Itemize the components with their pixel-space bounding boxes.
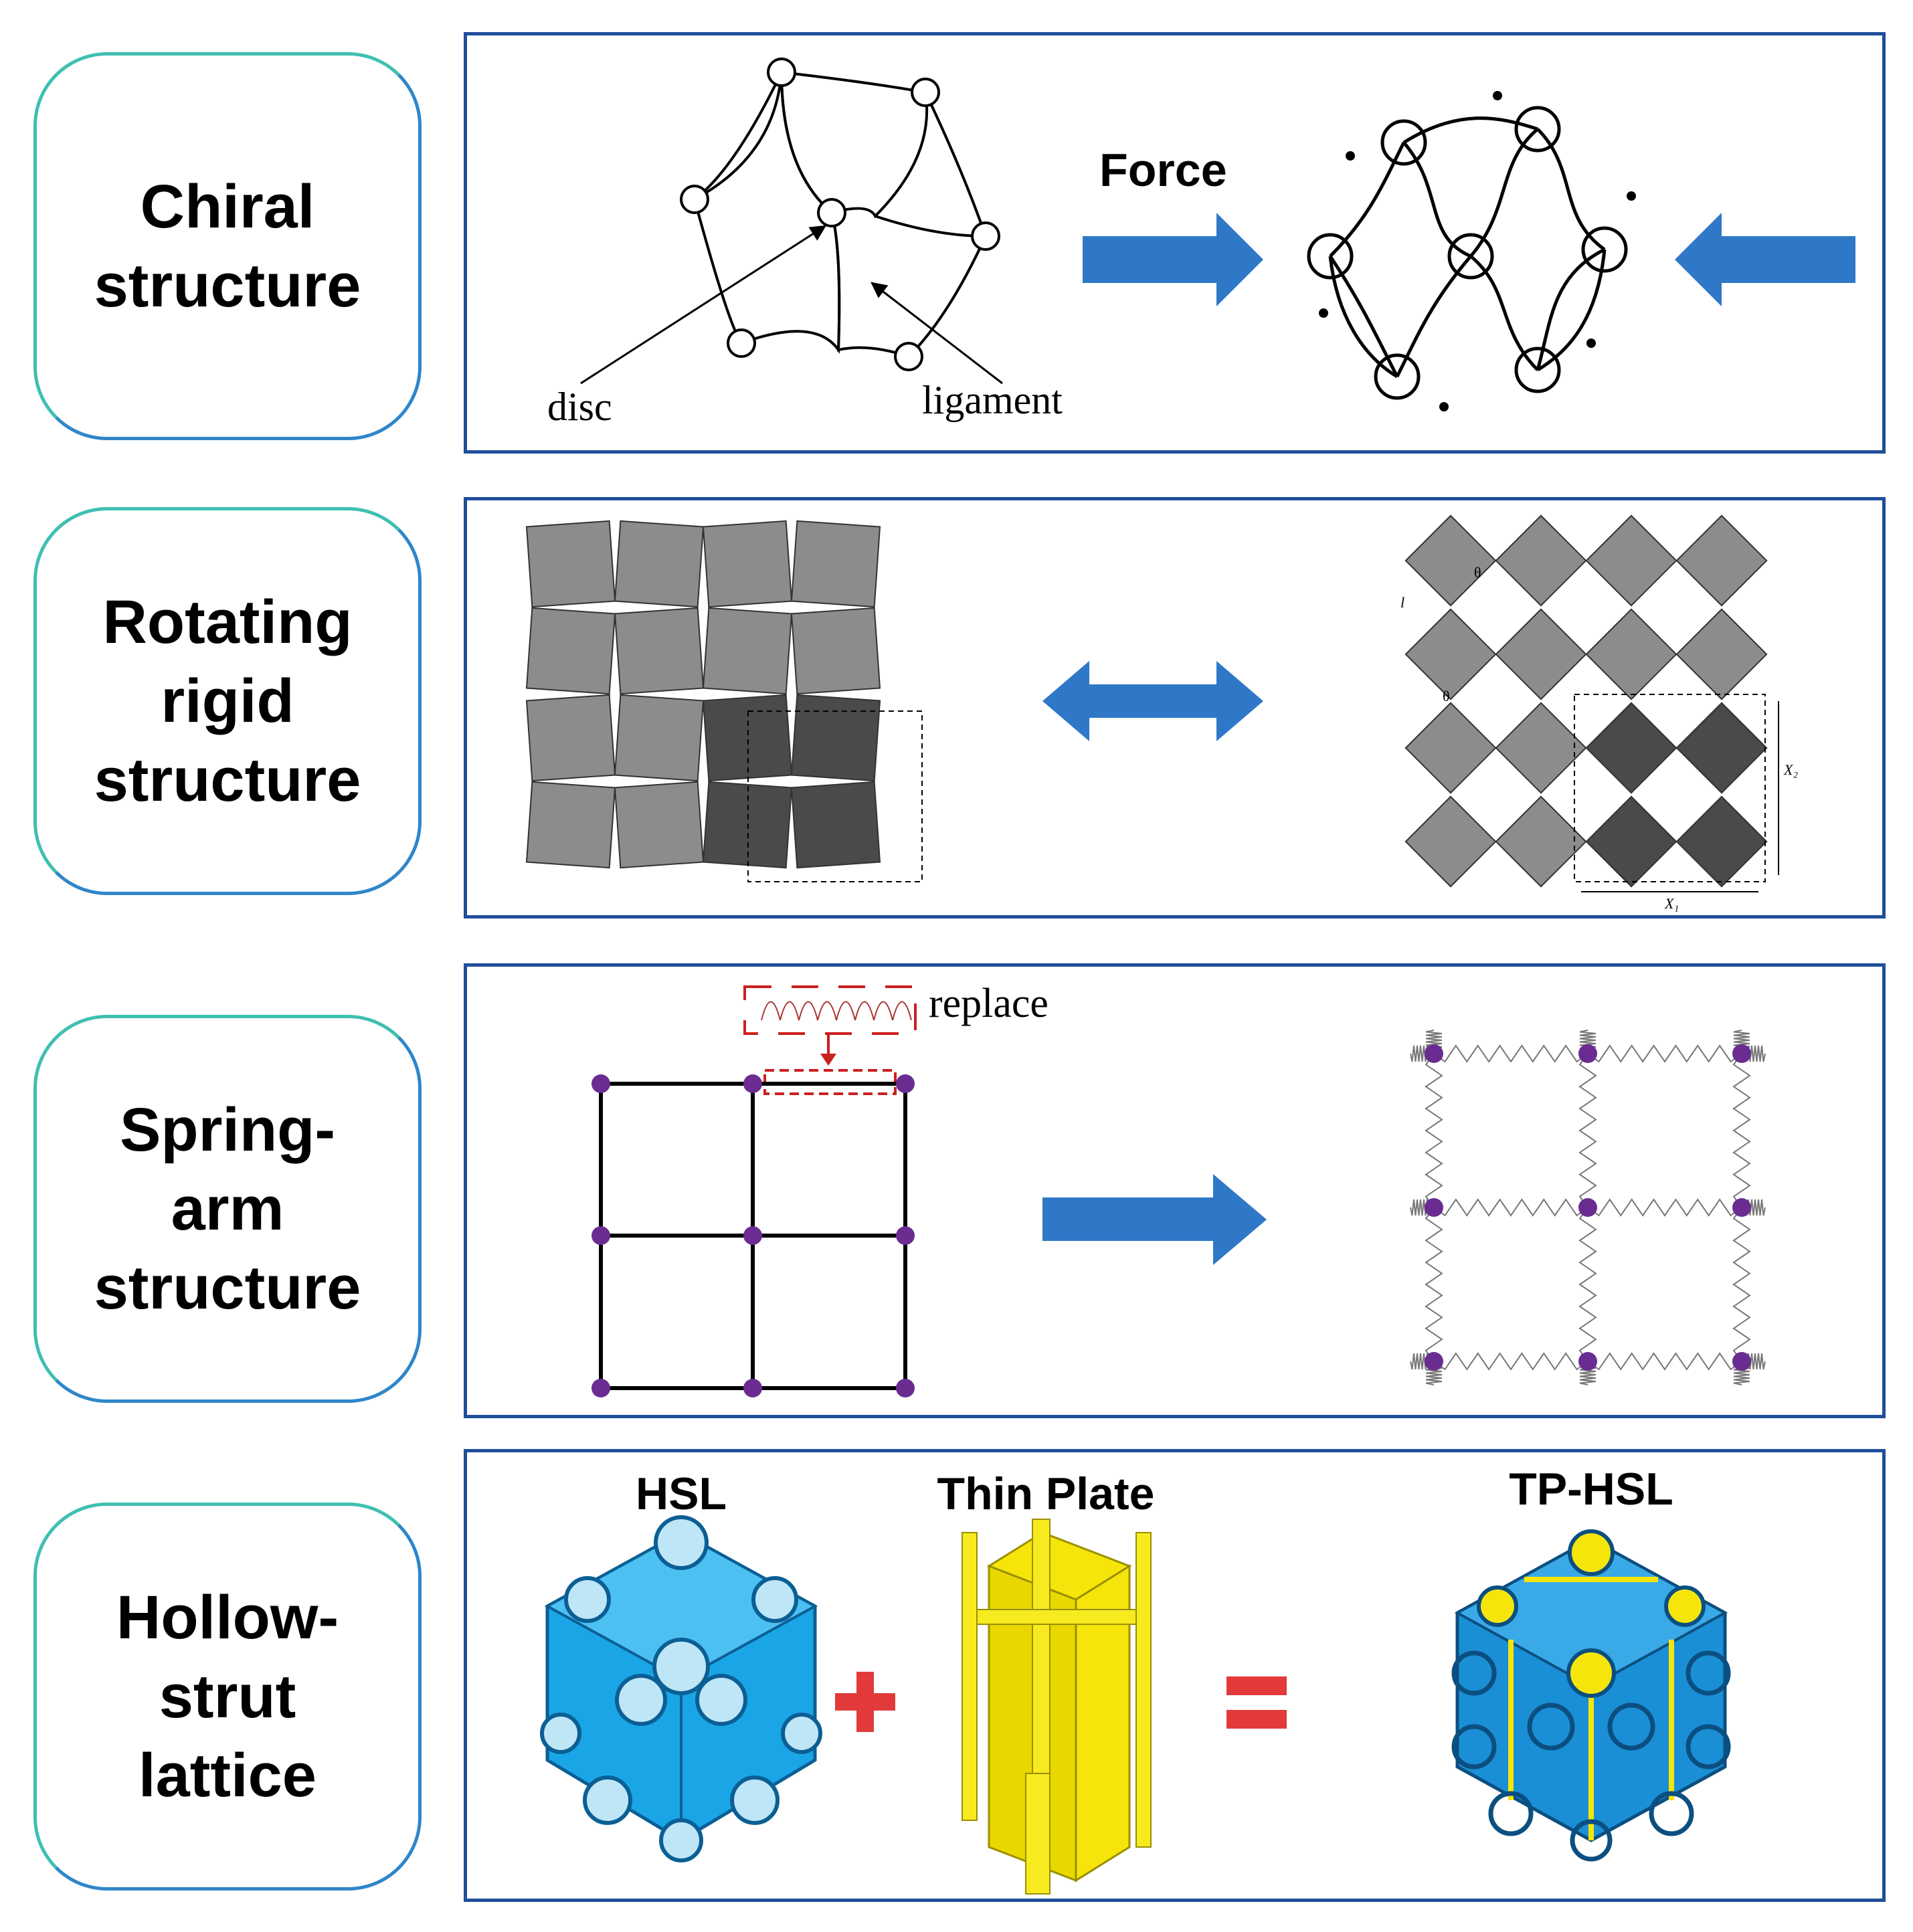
rigid-square bbox=[1675, 608, 1768, 700]
panel-lattice: HSL Thin Plate TP-HSL bbox=[464, 1449, 1886, 1902]
l-label: l bbox=[1400, 594, 1404, 611]
rigid-square bbox=[1585, 795, 1677, 888]
spring bbox=[1578, 1207, 1597, 1362]
row-label-chiral: Chiral structure bbox=[33, 52, 422, 440]
row-label-lattice: Hollow- strut lattice bbox=[33, 1503, 422, 1891]
panel-spring: replace bbox=[464, 963, 1886, 1418]
force-label: Force bbox=[1099, 144, 1227, 196]
lattice-diagram: HSL Thin Plate TP-HSL bbox=[540, 1464, 1731, 1895]
thin-plate-label: Thin Plate bbox=[937, 1468, 1155, 1519]
rigid-square bbox=[1404, 702, 1497, 794]
rigid-square bbox=[790, 520, 881, 608]
disc-pointer bbox=[580, 225, 827, 385]
x2-label: X₂ bbox=[1783, 761, 1798, 778]
equals-sign bbox=[1226, 1676, 1287, 1729]
rigid-square bbox=[525, 607, 616, 695]
rigid-square bbox=[525, 520, 616, 608]
spring bbox=[1433, 1198, 1588, 1217]
rigid-square bbox=[702, 607, 793, 695]
hsl-cube bbox=[540, 1515, 822, 1862]
transform-arrow bbox=[1042, 1174, 1267, 1265]
hsl-label: HSL bbox=[636, 1468, 727, 1519]
tp-hsl-cube bbox=[1451, 1529, 1731, 1862]
rigid-square bbox=[525, 781, 616, 869]
row-label-text: Chiral structure bbox=[94, 173, 361, 320]
theta-label-1: θ bbox=[1474, 564, 1481, 581]
row-label-text: Spring- arm structure bbox=[94, 1096, 361, 1322]
spring bbox=[1578, 1053, 1597, 1208]
rigid-square bbox=[1675, 795, 1768, 888]
rigid-square bbox=[702, 520, 793, 608]
spring bbox=[1433, 1352, 1588, 1371]
tp-hsl-label: TP-HSL bbox=[1509, 1464, 1673, 1515]
unit-cell-left bbox=[747, 710, 923, 882]
spring-nodes bbox=[1425, 1044, 1751, 1371]
rigid-square bbox=[1404, 795, 1497, 888]
rigid-square bbox=[614, 694, 705, 782]
theta-label-2: θ bbox=[1443, 688, 1450, 704]
disc-label: disc bbox=[547, 385, 612, 429]
ligament-label: ligament bbox=[922, 378, 1063, 422]
row-label-spring: Spring- arm structure bbox=[33, 1015, 422, 1403]
rotating-diagram: X₁ X₂ θ θ l bbox=[525, 514, 1798, 912]
rigid-square bbox=[1675, 514, 1768, 607]
rigid-square bbox=[1495, 514, 1587, 607]
spring bbox=[1587, 1044, 1742, 1063]
rigid-square bbox=[1495, 795, 1587, 888]
replace-indicator bbox=[743, 985, 917, 1095]
spring-diagram: replace bbox=[591, 981, 1766, 1397]
rigid-square bbox=[1495, 608, 1587, 700]
ligament-pointer bbox=[871, 282, 1003, 385]
rigid-square bbox=[614, 520, 705, 608]
row-label-text: Hollow- strut lattice bbox=[116, 1583, 339, 1810]
panel-chiral: disc ligament Force bbox=[464, 32, 1886, 454]
rigid-square bbox=[790, 607, 881, 695]
chiral-lattice bbox=[680, 58, 1000, 371]
rigid-square bbox=[1675, 702, 1768, 794]
row-label-text: Rotating rigid structure bbox=[94, 588, 361, 814]
spring bbox=[1433, 1044, 1588, 1063]
rotating-squares-left bbox=[525, 520, 881, 869]
unit-cell-right bbox=[1574, 694, 1766, 882]
double-arrow bbox=[1042, 661, 1263, 741]
rigid-square bbox=[614, 607, 705, 695]
rigid-square bbox=[1585, 702, 1677, 794]
row-label-rotating: Rotating rigid structure bbox=[33, 507, 422, 895]
rigid-square bbox=[525, 694, 616, 782]
rotating-squares-right bbox=[1404, 514, 1768, 888]
spring-grid bbox=[1410, 1030, 1766, 1385]
rigid-square bbox=[790, 694, 881, 782]
chiral-rotated bbox=[1307, 106, 1628, 400]
rigid-square bbox=[1404, 608, 1497, 700]
spring bbox=[1587, 1198, 1742, 1217]
panel-rotating: X₁ X₂ θ θ l bbox=[464, 497, 1886, 919]
grid-nodes bbox=[591, 1074, 915, 1397]
rigid-square bbox=[1404, 514, 1497, 607]
spring bbox=[1587, 1352, 1742, 1371]
spring bbox=[1425, 1053, 1443, 1208]
rigid-square bbox=[1495, 702, 1587, 794]
plus-sign bbox=[835, 1672, 895, 1732]
rigid-square bbox=[702, 694, 793, 782]
chiral-diagram: disc ligament Force bbox=[547, 58, 1855, 429]
spring bbox=[1732, 1207, 1751, 1362]
spring bbox=[1732, 1053, 1751, 1208]
thin-plate bbox=[962, 1519, 1152, 1895]
force-arrow-right bbox=[1083, 213, 1263, 306]
spring bbox=[1425, 1207, 1443, 1362]
force-arrow-left bbox=[1675, 213, 1855, 306]
x1-label: X₁ bbox=[1664, 895, 1679, 912]
rigid-square bbox=[790, 781, 881, 869]
rigid-square bbox=[1585, 608, 1677, 700]
replace-label: replace bbox=[929, 981, 1049, 1026]
rigid-square bbox=[1585, 514, 1677, 607]
rigid-square bbox=[614, 781, 705, 869]
